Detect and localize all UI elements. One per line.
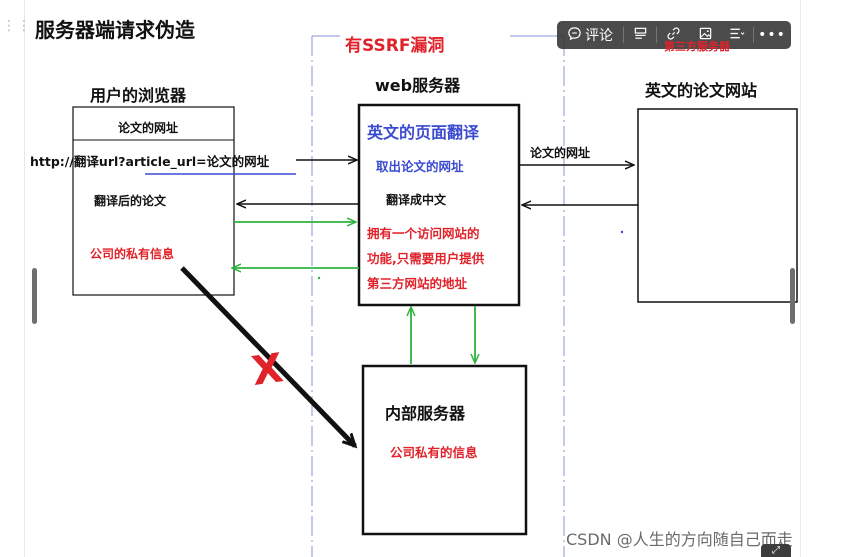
browser-header-text: 论文的网址 — [118, 120, 178, 135]
ssrf-vulnerability-label: 有SSRF漏洞 — [345, 35, 444, 56]
internal-server-label: 内部服务器 — [385, 404, 466, 423]
blocked-cross-mark: X — [249, 345, 286, 395]
browser-box — [72, 106, 235, 296]
toolbar-divider — [656, 27, 657, 43]
image-icon — [698, 26, 713, 45]
dot-marker — [317, 276, 321, 280]
web-server-translate-text: 翻译成中文 — [386, 192, 447, 207]
image-button[interactable] — [689, 21, 721, 49]
align-icon — [728, 26, 746, 45]
browser-url-text: http://翻译url?article_url=论文的网址 — [30, 154, 270, 170]
third-party-server-label: 第三方服务器 — [664, 40, 730, 53]
canvas-right-border — [800, 0, 801, 557]
web-server-heading: 英文的页面翻译 — [366, 123, 480, 142]
web-server-desc-2: 功能,只需要用户提供 — [367, 251, 485, 266]
left-resize-handle[interactable] — [32, 268, 37, 324]
toolbar-divider — [623, 27, 624, 43]
toolbar-divider — [753, 27, 754, 43]
page-title: 服务器端请求伪造 — [35, 18, 195, 42]
internal-server-box — [361, 364, 528, 536]
comment-label: 评论 — [585, 28, 613, 44]
align-button[interactable] — [721, 21, 753, 49]
expand-button[interactable]: ⤢ — [761, 544, 791, 557]
ssrf-zone-divider — [311, 35, 565, 557]
internal-server-private-text: 公司私有的信息 — [390, 445, 478, 460]
layout-button[interactable] — [624, 21, 656, 49]
web-server-label: web服务器 — [375, 76, 461, 95]
comment-icon — [567, 26, 582, 45]
web-server-desc-1: 拥有一个访问网站的 — [367, 226, 480, 241]
web-server-fetch-text: 取出论文的网址 — [376, 159, 464, 174]
web-server-box — [357, 103, 521, 307]
paper-url-arrow-label: 论文的网址 — [530, 145, 590, 160]
web-server-desc-3: 第三方网站的地址 — [367, 276, 468, 291]
browser-translated-text: 翻译后的论文 — [94, 193, 167, 208]
browser-label: 用户的浏览器 — [90, 86, 187, 105]
blocked-direct-access-arrow — [180, 266, 355, 446]
link-button[interactable] — [657, 21, 689, 49]
layout-icon — [633, 26, 648, 45]
more-button[interactable]: ••• — [754, 21, 790, 49]
expand-icon: ⤢ — [772, 545, 780, 556]
paper-site-label: 英文的论文网站 — [644, 81, 757, 100]
csdn-watermark: CSDN @人生的方向随自己而走 — [566, 530, 793, 549]
paper-site-box — [637, 108, 798, 303]
more-icon: ••• — [758, 27, 786, 43]
floating-toolbar: 评论 ••• — [557, 21, 791, 49]
browser-private-text: 公司的私有信息 — [90, 246, 174, 261]
canvas-left-border — [24, 0, 25, 557]
dot-marker — [620, 230, 624, 234]
comment-button[interactable]: 评论 — [557, 21, 623, 49]
right-resize-handle[interactable] — [790, 268, 795, 324]
link-icon — [666, 26, 681, 45]
